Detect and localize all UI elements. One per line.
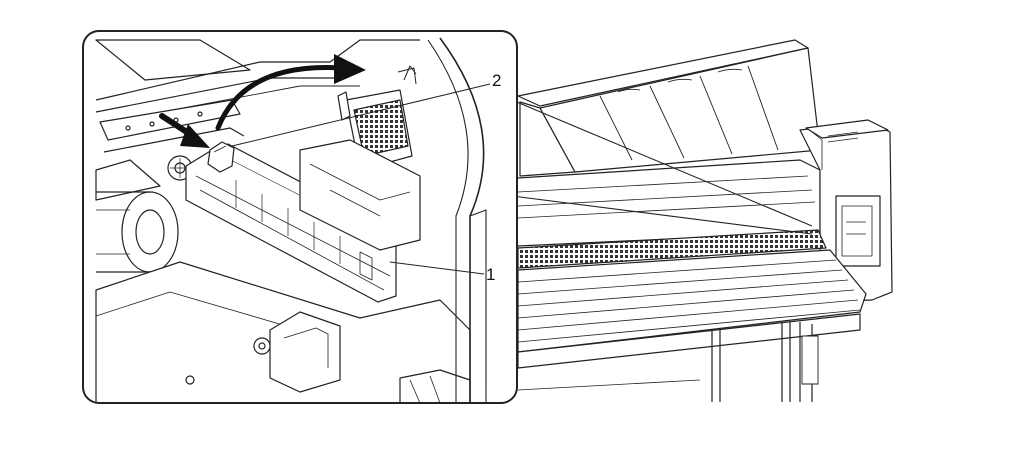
callout-label-1: 1	[486, 265, 496, 284]
printer-housing-arch	[439, 37, 485, 403]
printer-stand-left	[711, 330, 721, 402]
callout-label-2: 2	[492, 71, 502, 90]
part-2-lever	[207, 141, 235, 173]
cap-station	[337, 65, 417, 171]
zoom-leader-lines	[511, 99, 813, 235]
printer-open-cover	[517, 39, 821, 177]
printer-stand-right	[781, 322, 813, 402]
curved-rotate-arrow-icon	[215, 54, 366, 131]
callout-1-leader	[389, 261, 485, 275]
callout-2-leader	[231, 83, 491, 147]
inset-frame	[82, 30, 518, 404]
push-direction-arrow-icon	[159, 113, 210, 148]
detail-inset	[82, 30, 518, 404]
